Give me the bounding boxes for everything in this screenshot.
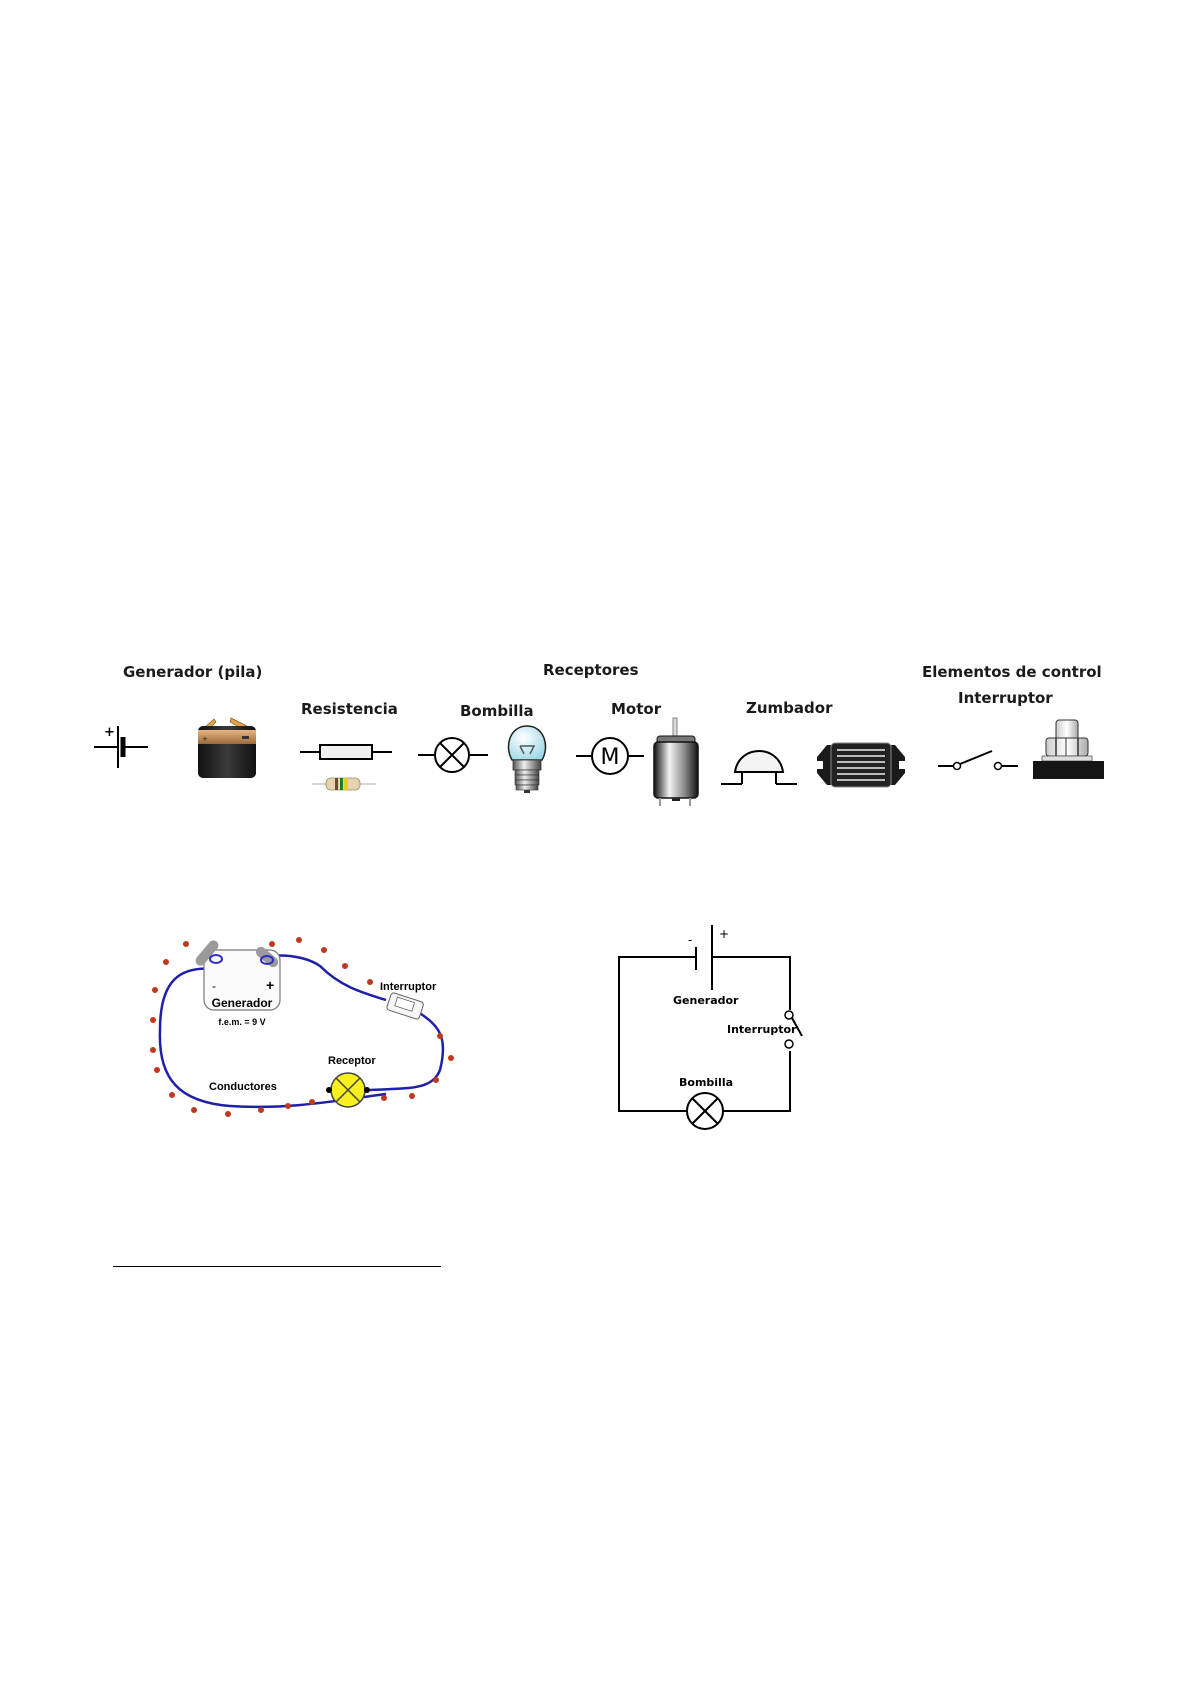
- svg-text:Conductores: Conductores: [209, 1081, 277, 1093]
- svg-text:+: +: [202, 735, 208, 743]
- switch-lever: [791, 1017, 803, 1037]
- bulb-item-label: Bombilla: [460, 702, 534, 720]
- svg-text:-: -: [212, 979, 216, 993]
- battery-symbol-icon: +: [94, 725, 148, 768]
- switch-photo-icon: [1033, 719, 1104, 779]
- resistance-item-label: Resistencia: [301, 700, 398, 718]
- resistor-symbol-icon: [300, 744, 392, 760]
- switch-contact-bottom: [784, 1039, 794, 1049]
- svg-text:Bombilla: Bombilla: [679, 1076, 733, 1089]
- svg-text:-: -: [688, 933, 692, 947]
- svg-text:Interruptor: Interruptor: [380, 981, 437, 993]
- svg-text:Generador: Generador: [673, 994, 739, 1007]
- svg-text:f.e.m. = 9 V: f.e.m. = 9 V: [218, 1017, 265, 1027]
- buzzer-item-label: Zumbador: [746, 699, 833, 717]
- switch-contact-top: [784, 1010, 794, 1020]
- svg-text:Receptor: Receptor: [328, 1055, 376, 1067]
- schematic-circuit: - + Generador Interruptor Bombilla: [618, 925, 803, 1130]
- resistor-photo-icon: [312, 777, 376, 791]
- bulb-symbol-icon: [418, 737, 488, 773]
- motor-letter: M: [601, 745, 620, 770]
- battery-plus-sign: +: [104, 725, 115, 740]
- svg-text:Interruptor: Interruptor: [727, 1023, 797, 1036]
- conductor-wire-return: [369, 1010, 445, 1092]
- bulb-photo-icon: [507, 725, 547, 793]
- buzzer-photo-icon: [817, 742, 905, 788]
- conductor-wire: [158, 967, 387, 1109]
- motor-symbol-icon: M: [576, 737, 644, 775]
- generator-group-title: Generador (pila): [123, 663, 263, 681]
- electron-markers: [150, 937, 454, 1117]
- svg-text:+: +: [719, 927, 729, 941]
- footnote-separator: [113, 1266, 441, 1267]
- buzzer-symbol-icon: [721, 750, 797, 785]
- pictorial-circuit: - + Generador f.e.m. = 9 V Interruptor R…: [150, 937, 454, 1117]
- battery-photo-icon: +: [198, 717, 256, 778]
- motor-photo-icon: [653, 717, 699, 806]
- svg-text:Generador: Generador: [212, 996, 273, 1010]
- motor-item-label: Motor: [611, 700, 662, 718]
- switch-item-label: Interruptor: [958, 689, 1053, 707]
- control-group-title: Elementos de control: [922, 663, 1102, 681]
- pictorial-switch-icon: [386, 992, 424, 1020]
- svg-text:+: +: [266, 977, 274, 993]
- switch-symbol-icon: [938, 750, 1018, 771]
- receivers-group-title: Receptores: [543, 661, 639, 679]
